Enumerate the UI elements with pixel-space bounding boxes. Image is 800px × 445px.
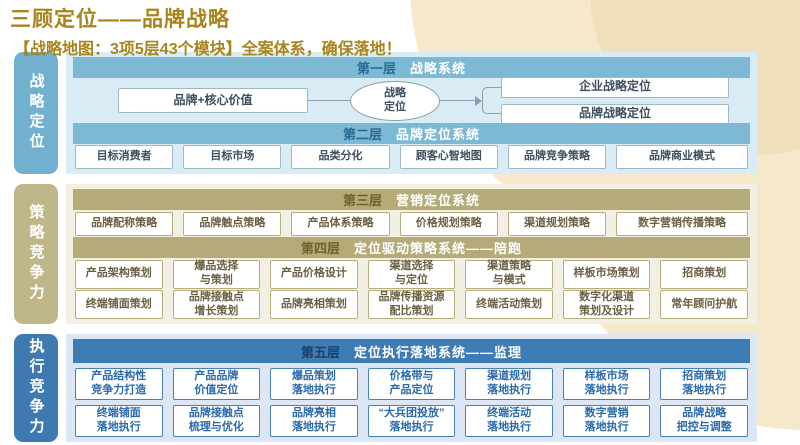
- module-box: 终端铺面策划: [75, 290, 163, 319]
- module-box: 品牌接触点 增长策划: [172, 290, 261, 319]
- section-execution-competitiveness: 第五层 定位执行落地系统——监理 产品结构性 竞争力打造产品品牌 价值定位爆品策…: [66, 334, 757, 442]
- flow-source-box: 品牌+核心价值: [118, 88, 308, 114]
- layer-number: 第一层: [356, 61, 396, 76]
- tab-strategy-competitiveness: 策略竞争力: [14, 184, 58, 324]
- flow-arrow: [440, 96, 482, 107]
- flow-targets: 企业战略定位 品牌战略定位: [501, 76, 729, 125]
- layer-4-row-1: 产品架构策划爆品选择 与策划产品价格设计渠道选择 与定位渠道策略 与模式样板市场…: [73, 259, 750, 289]
- module-box: 品牌传播资源 配比策划: [367, 290, 456, 319]
- strategy-hub-ellipse: 战略 定位: [350, 80, 440, 121]
- module-box: 终端铺面 落地执行: [75, 405, 163, 437]
- module-box: 品类分化: [291, 144, 390, 169]
- module-box: 数字化渠道 策划及设计: [562, 290, 651, 319]
- section-strategy-competitiveness: 第三层 营销定位系统 品牌配称策略品牌触点策略产品体系策略价格规划策略渠道规划策…: [66, 184, 757, 324]
- module-box: 样板市场 落地执行: [562, 368, 651, 400]
- slide-header: 三顾定位——品牌战略 【战略地图：3项5层43个模块】全案体系，确保落地！: [10, 3, 402, 59]
- page-subtitle: 【战略地图：3项5层43个模块】全案体系，确保落地！: [14, 41, 402, 58]
- layer-5-row-1: 产品结构性 竞争力打造产品品牌 价值定位爆品策划 落地执行价格带与 产品定位渠道…: [73, 368, 750, 400]
- layer-panels: 第一层 战略系统 品牌+核心价值 战略 定位 企业战略定位 品牌战略定位 第二层: [66, 52, 757, 442]
- module-box: 渠道选择 与定位: [367, 259, 456, 289]
- module-box: 产品品牌 价值定位: [172, 368, 261, 400]
- section-strategic-positioning: 第一层 战略系统 品牌+核心价值 战略 定位 企业战略定位 品牌战略定位 第二层: [66, 52, 757, 174]
- module-box: 品牌亮相策划: [270, 290, 358, 319]
- module-box: 目标市场: [183, 144, 282, 169]
- module-box: 价格规划策略: [399, 211, 498, 236]
- module-box: 品牌竞争策略: [507, 144, 607, 169]
- layer-number: 第五层: [300, 344, 340, 360]
- module-box: 常年顾问护航: [660, 290, 749, 319]
- module-box: 数字营销 落地执行: [562, 405, 651, 437]
- module-box: 顾客心智地图: [399, 144, 498, 169]
- layer-3-header: 第三层 营销定位系统: [73, 189, 750, 210]
- layer-number: 第四层: [300, 241, 340, 256]
- layer-title: 定位驱动策略系统——陪跑: [354, 241, 523, 256]
- module-box: 样板市场策划: [562, 259, 651, 289]
- layer-4-row-2: 终端铺面策划品牌接触点 增长策划品牌亮相策划品牌传播资源 配比策划终端活动策划数…: [73, 290, 750, 319]
- module-box: 招商策划 落地执行: [660, 368, 749, 400]
- module-box: 产品价格设计: [270, 259, 358, 289]
- tab-strategic-positioning: 战略定位: [14, 52, 58, 174]
- layer-3-row: 品牌配称策略品牌触点策略产品体系策略价格规划策略渠道规划策略数字营销传播策略: [73, 211, 750, 236]
- layer-title: 定位执行落地系统——监理: [354, 344, 523, 360]
- module-box: 爆品选择 与策划: [172, 259, 261, 289]
- module-box: 终端活动策划: [465, 290, 553, 319]
- module-box: “大兵团投放” 落地执行: [367, 405, 456, 437]
- split-bracket: [482, 87, 502, 115]
- layer-1-header: 第一层 战略系统: [73, 57, 750, 78]
- layer-2-row: 目标消费者目标市场品类分化顾客心智地图品牌竞争策略品牌商业模式: [73, 144, 750, 169]
- target-box: 品牌战略定位: [501, 103, 729, 125]
- module-box: 品牌接触点 梳理与优化: [172, 405, 261, 437]
- tab-label: 执行竞争力: [27, 338, 45, 438]
- module-box: 招商策划: [660, 259, 749, 289]
- module-box: 数字营销传播策略: [616, 211, 748, 236]
- layer-number: 第二层: [342, 127, 382, 143]
- module-box: 渠道策略 与模式: [465, 259, 553, 289]
- layer-4-header: 第四层 定位驱动策略系统——陪跑: [73, 237, 750, 258]
- layer-5-header: 第五层 定位执行落地系统——监理: [73, 339, 750, 363]
- target-box: 企业战略定位: [501, 76, 729, 98]
- flow-connector: [308, 100, 350, 102]
- layer-5-row-2: 终端铺面 落地执行品牌接触点 梳理与优化品牌亮相 落地执行 “大兵团投放” 落地执…: [73, 405, 750, 437]
- module-box: 品牌商业模式: [616, 144, 748, 169]
- layer-title: 品牌定位系统: [396, 127, 481, 143]
- module-box: 渠道规划 落地执行: [465, 368, 553, 400]
- layer-1-flow: 品牌+核心价值 战略 定位 企业战略定位 品牌战略定位: [73, 76, 750, 125]
- layer-2-header: 第二层 品牌定位系统: [73, 123, 750, 145]
- module-box: 产品结构性 竞争力打造: [75, 368, 163, 400]
- module-box: 品牌配称策略: [75, 211, 174, 236]
- category-tabs: 战略定位 策略竞争力 执行竞争力: [14, 52, 58, 442]
- page-title: 三顾定位——品牌战略: [10, 8, 230, 31]
- module-box: 品牌战略 把控与调整: [660, 405, 749, 437]
- module-box: 品牌触点策略: [183, 211, 282, 236]
- layer-title: 营销定位系统: [396, 193, 481, 208]
- tab-execution-competitiveness: 执行竞争力: [14, 334, 58, 442]
- module-box: 目标消费者: [75, 144, 174, 169]
- tab-label: 策略竞争力: [27, 204, 45, 304]
- module-box: 产品体系策略: [291, 211, 390, 236]
- module-box: 品牌亮相 落地执行: [270, 405, 358, 437]
- module-box: 渠道规划策略: [507, 211, 607, 236]
- strategy-map: 战略定位 策略竞争力 执行竞争力 第一层 战略系统 品牌+核心价值 战略 定位: [14, 52, 757, 442]
- module-box: 爆品策划 落地执行: [270, 368, 358, 400]
- layer-title: 战略系统: [410, 61, 467, 76]
- module-box: 产品架构策划: [75, 259, 163, 289]
- module-box: 终端活动 落地执行: [465, 405, 553, 437]
- module-box: 价格带与 产品定位: [367, 368, 456, 400]
- layer-number: 第三层: [342, 193, 382, 208]
- tab-label: 战略定位: [27, 73, 45, 153]
